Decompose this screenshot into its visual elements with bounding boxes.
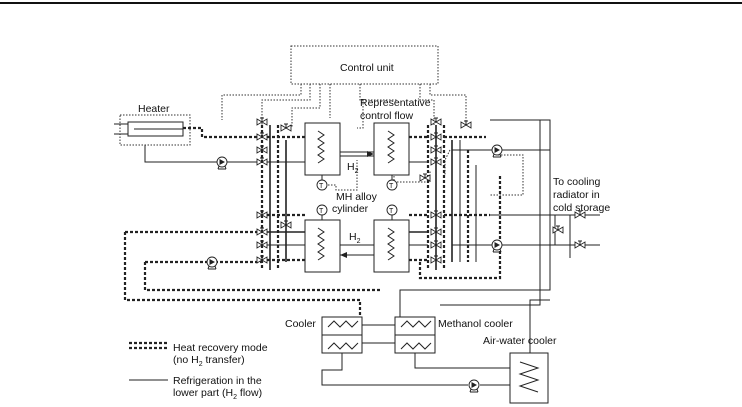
valve-icon <box>575 241 585 248</box>
control-unit-label: Control unit <box>340 62 394 74</box>
legend-heat-recovery-label-1: Heat recovery mode <box>173 342 268 354</box>
temp-sensor-upper-right: T <box>387 175 397 190</box>
temp-symbol: T <box>319 183 324 190</box>
pump-icon <box>492 145 502 157</box>
h2-flow-lower <box>340 245 374 258</box>
heater-label: Heater <box>138 103 170 115</box>
valve-icon <box>257 133 267 140</box>
mh-alloy-label-1: MH alloy <box>336 191 378 203</box>
valve-icon <box>257 158 267 165</box>
temp-sensor-lower-left: T <box>317 205 327 220</box>
temp-symbol: T <box>319 208 324 215</box>
valve-icon <box>257 228 267 235</box>
to-cooling-label-3: cold storage <box>553 202 610 214</box>
rep-flow-label-1: Representative <box>360 97 431 109</box>
to-cooling-label-2: radiator in <box>553 189 600 201</box>
legend-heat-recovery-label-2: (no H2 transfer) <box>173 354 245 368</box>
methanol-cooler-label: Methanol cooler <box>438 318 513 330</box>
legend-refrigeration-label-1: Refrigeration in the <box>173 375 262 387</box>
pump-icon <box>217 157 227 169</box>
pump-icon <box>492 240 502 252</box>
temp-sensor-lower-right: T <box>387 205 397 220</box>
temp-sensor-upper-left: T <box>317 175 327 190</box>
h2-lower-label: H2 <box>349 231 361 245</box>
mh-alloy-label-2: cylinder <box>332 203 369 215</box>
air-water-cooler-label: Air-water cooler <box>483 335 557 347</box>
radiator-feed-lines <box>570 215 600 258</box>
valve-icon <box>431 118 441 125</box>
pump-icon <box>207 257 217 269</box>
right-piping <box>400 120 580 322</box>
left-piping <box>125 125 380 322</box>
air-water-cooler-box <box>510 353 548 403</box>
rep-flow-label-2: control flow <box>360 110 414 122</box>
cooler-label: Cooler <box>285 318 316 330</box>
h2-flow-upper <box>340 151 374 157</box>
temp-symbol: T <box>389 183 394 190</box>
legend-refrigeration-label-2: lower part (H2 flow) <box>173 387 262 401</box>
valve-icon <box>281 124 291 131</box>
to-cooling-label-1: To cooling <box>553 176 600 188</box>
pump-icon <box>469 380 479 392</box>
mh-cylinder-upper-left <box>305 123 340 175</box>
valve-icon <box>461 121 471 128</box>
legend: Heat recovery mode (no H2 transfer) Refr… <box>129 342 268 401</box>
temp-symbol: T <box>389 208 394 215</box>
mh-cylinder-lower-left <box>305 220 340 272</box>
